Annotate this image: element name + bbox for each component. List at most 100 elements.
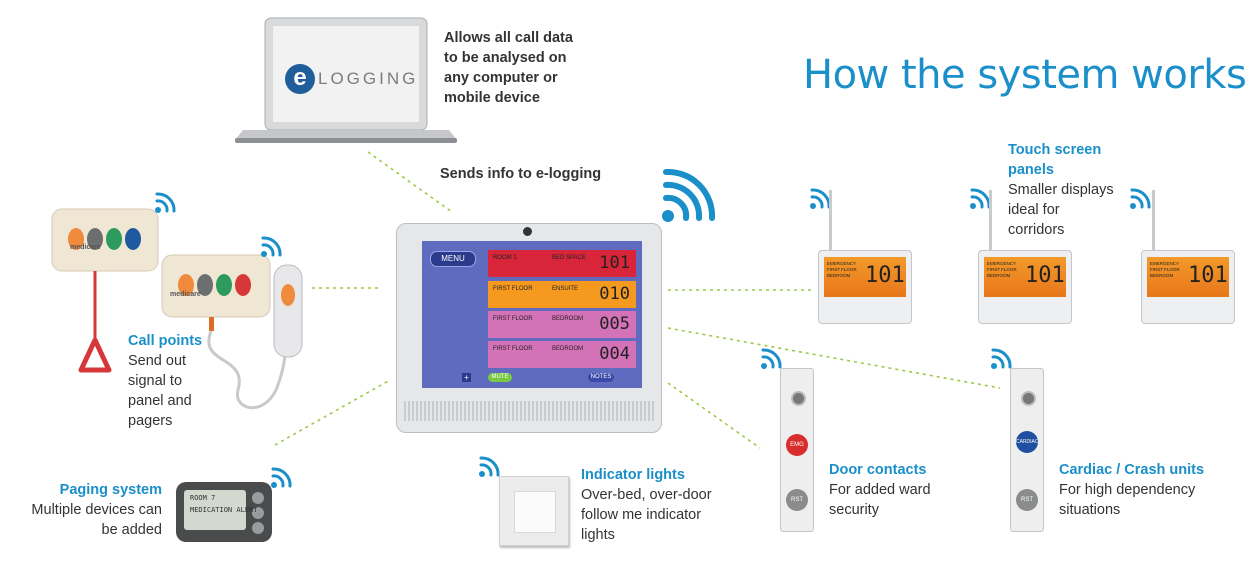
menu-button[interactable]: MENU [430,251,476,267]
wifi-icon [479,456,500,477]
notes-button[interactable]: NOTES [588,373,614,382]
connector-laptop [367,151,453,213]
brand-label: medicare [70,244,101,251]
call-points-line: Send out [128,353,187,369]
touch-line: Smaller displays [1008,182,1114,198]
wifi-icon [761,348,782,369]
pager-screen-line: MEDICATION ALERT [190,506,258,514]
laptop-caption-line: mobile device [444,90,540,106]
paging-heading: Paging system [59,482,162,498]
wifi-icon [1130,188,1151,209]
touch-panel-line: EMERGENCY [827,261,857,266]
touch-panel-line: FIRST FLOOR [1150,267,1180,272]
elogging-logo-icon: e [285,64,315,94]
pager-image [176,482,272,542]
paging-text: Paging system Multiple devices can be ad… [10,480,162,540]
touch-line: ideal for [1008,202,1060,218]
wifi-icon [810,188,831,209]
indicator-line: follow me indicator [581,507,702,523]
touch-line: corridors [1008,222,1065,238]
call-points-line: pagers [128,413,173,429]
cardiac-heading: Cardiac / Crash units [1059,462,1205,478]
antenna [1152,190,1155,252]
alert-row-detail: BED SPACE [552,255,586,261]
touch-heading: Touch screen [1008,142,1102,158]
cardiac-unit: CARDIAC RST [1010,368,1044,532]
touch-panel-line: BEDROOM [1150,273,1174,278]
indicator-light-image [499,476,569,546]
touch-panel-line: BEDROOM [987,273,1011,278]
camera-icon [523,227,532,236]
door-contact-unit: EMG RST [780,368,814,532]
door-line: For added ward [829,482,931,498]
alert-row-location: FIRST FLOOR [493,346,533,352]
antenna [989,190,992,252]
laptop-caption-line: any computer or [444,70,558,86]
reset-button[interactable]: RST [1016,489,1038,511]
indicator-text: Indicator lights Over-bed, over-door fol… [581,465,712,545]
call-points-text: Call points Send out signal to panel and… [128,331,202,431]
alert-row-location: FIRST FLOOR [493,286,533,292]
touch-heading: panels [1008,162,1054,178]
alert-row-number: 004 [599,344,630,364]
emergency-button[interactable]: EMG [786,434,808,456]
laptop-image [235,17,457,143]
add-button[interactable]: + [462,373,471,382]
touch-panel-line: FIRST FLOOR [827,267,857,272]
connector-cardiac [667,327,1001,389]
page-title: How the system works [803,52,1247,98]
touch-panel-line: BEDROOM [827,273,851,278]
connector-door [667,382,761,449]
cardiac-line: For high dependency [1059,482,1196,498]
sends-info-label: Sends info to e-logging [440,166,602,182]
alert-row-number: 005 [599,314,630,334]
door-line: security [829,502,879,518]
wifi-icon [155,192,176,213]
touch-panel-line: EMERGENCY [1150,261,1180,266]
alert-row-detail: BEDROOM [552,316,584,322]
cardiac-line: situations [1059,502,1121,518]
laptop-caption-line: to be analysed on [444,50,567,66]
cardiac-text: Cardiac / Crash units For high dependenc… [1059,460,1204,520]
reset-button[interactable]: RST [786,489,808,511]
alert-row-location: ROOM 1 [493,255,517,261]
call-points-heading: Call points [128,333,203,349]
key-icon [791,391,806,406]
laptop-caption: Allows all call data to be analysed on a… [444,28,573,108]
wifi-icon [271,467,292,488]
brand-label: medicare [170,291,201,298]
indicator-heading: Indicator lights [581,467,685,483]
alert-row-number: 101 [599,253,630,273]
laptop-caption-line: Allows all call data [444,30,573,46]
antenna [829,190,832,252]
speaker-grille [404,401,654,421]
touch-panel-line: FIRST FLOOR [987,267,1017,272]
elogging-logo-text: LOGGING [318,69,419,88]
alert-row-detail: ENSUITE [552,286,579,292]
alert-row[interactable]: FIRST FLOOR BEDROOM 004 [488,341,636,368]
wifi-icon [970,188,991,209]
wifi-icon [991,348,1012,369]
key-icon [1021,391,1036,406]
cardiac-button[interactable]: CARDIAC [1016,431,1038,453]
alert-row[interactable]: ROOM 1 BED SPACE 101 [488,250,636,277]
alert-row[interactable]: FIRST FLOOR ENSUITE 010 [488,281,636,308]
call-points-line: signal to [128,373,183,389]
wifi-icon [261,236,282,257]
wifi-icon [662,168,716,222]
door-heading: Door contacts [829,462,927,478]
elogging-logo-letter: e [293,64,307,91]
touch-panel-number: 101 [865,263,905,288]
touch-panel-number: 101 [1188,263,1228,288]
indicator-line: lights [581,527,615,543]
indicator-line: Over-bed, over-door [581,487,712,503]
paging-line: Multiple devices can [31,502,162,518]
touch-text: Touch screen panels Smaller displays ide… [1008,140,1114,240]
touch-panel-number: 101 [1025,263,1065,288]
alert-row[interactable]: FIRST FLOOR BEDROOM 005 [488,311,636,338]
mute-button[interactable]: MUTE [488,373,512,382]
